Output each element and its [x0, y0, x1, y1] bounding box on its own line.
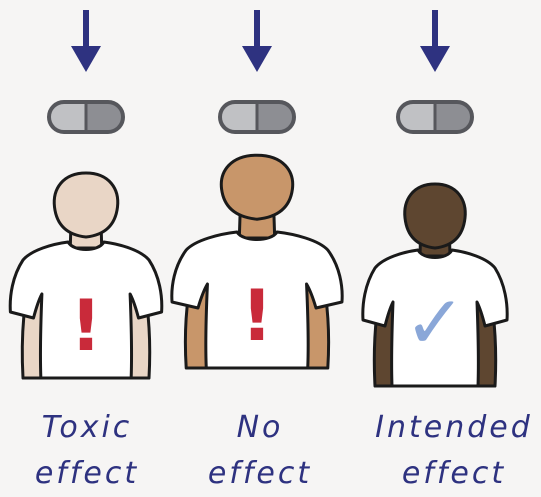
dose-group — [220, 10, 294, 132]
caption-no-effect: No effect — [170, 405, 350, 497]
caption-intended-effect: Intended effect — [364, 405, 541, 497]
person-icon: ! — [172, 155, 342, 368]
caption-line-2: effect — [0, 451, 177, 497]
dose-group — [398, 10, 472, 132]
caption-line-2: effect — [170, 451, 350, 497]
caption-line-1: Intended — [364, 405, 541, 451]
caption-toxic-effect: Toxic effect — [0, 405, 177, 497]
pill-icon — [220, 102, 294, 132]
pill-icon — [398, 102, 472, 132]
head — [221, 155, 292, 219]
pill-icon — [49, 102, 123, 132]
down-arrow-icon — [71, 46, 101, 72]
person-group: ! — [172, 155, 342, 368]
exclamation-mark-icon: ! — [70, 285, 102, 367]
caption-line-1: No — [170, 405, 350, 451]
exclamation-mark-icon: ! — [241, 275, 273, 357]
down-arrow-icon — [420, 46, 450, 72]
dose-group — [49, 10, 123, 132]
caption-line-1: Toxic — [0, 405, 177, 451]
down-arrow-icon — [242, 46, 272, 72]
head — [54, 173, 118, 237]
person-icon: ! — [10, 173, 162, 378]
pharmacogenomics-diagram: !!✓ Toxic effect No effect Intended effe… — [0, 0, 541, 481]
person-icon: ✓ — [363, 184, 507, 386]
head — [405, 184, 466, 248]
checkmark-icon: ✓ — [404, 280, 466, 366]
caption-line-2: effect — [364, 451, 541, 497]
person-group: ! — [10, 173, 162, 378]
person-group: ✓ — [363, 184, 507, 386]
